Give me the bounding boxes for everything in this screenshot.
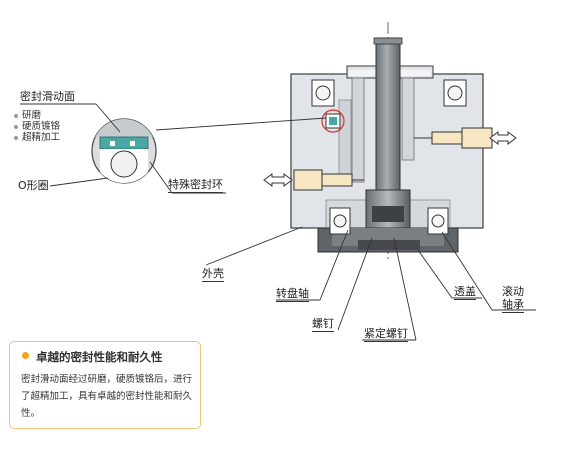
label-bearing-line2: 轴承: [502, 298, 524, 313]
info-title: 卓越的密封性能和耐久性: [36, 350, 163, 364]
fitting-right: [414, 127, 493, 149]
seal-ring-in-body: [321, 109, 345, 133]
bottom-bearings: [329, 207, 449, 235]
label-o-ring: O形圈: [18, 179, 49, 192]
bullet-icon: [14, 124, 18, 129]
label-housing: 外壳: [202, 267, 224, 282]
bottom-cover: [317, 227, 459, 253]
bullet-icon: [14, 113, 18, 118]
info-body: 密封滑动面经过研磨，硬质镀铬后，进行了超精加工，具有卓越的密封性能和耐久性。: [21, 374, 193, 419]
label-bearing-line1: 滚动: [502, 285, 524, 298]
label-turntable-shaft: 转盘轴: [276, 287, 309, 302]
double-arrow-icon-left: [263, 173, 293, 187]
label-set-screw: 紧定螺钉: [364, 327, 408, 342]
feature-lapping: 研磨: [14, 110, 41, 121]
label-seal-surface: 密封滑动面: [20, 90, 75, 103]
fitting-left: [293, 169, 364, 191]
double-arrow-icon-right: [489, 131, 517, 145]
bullet-icon: [22, 352, 29, 359]
leader-lines: [20, 103, 536, 341]
feature-superfinish: 超精加工: [14, 132, 60, 143]
bullet-icon: [14, 135, 18, 140]
label-cover: 透盖: [454, 285, 476, 300]
seal-magnifier: [91, 118, 157, 184]
feature-hard-chrome: 硬质镀铬: [14, 121, 60, 132]
label-bolt: 螺钉: [312, 317, 334, 332]
label-special-seal: 特殊密封环: [168, 178, 223, 193]
top-bearings: [311, 79, 467, 107]
info-box: 卓越的密封性能和耐久性 密封滑动面经过研磨，硬质镀铬后，进行了超精加工，具有卓越…: [9, 341, 201, 429]
